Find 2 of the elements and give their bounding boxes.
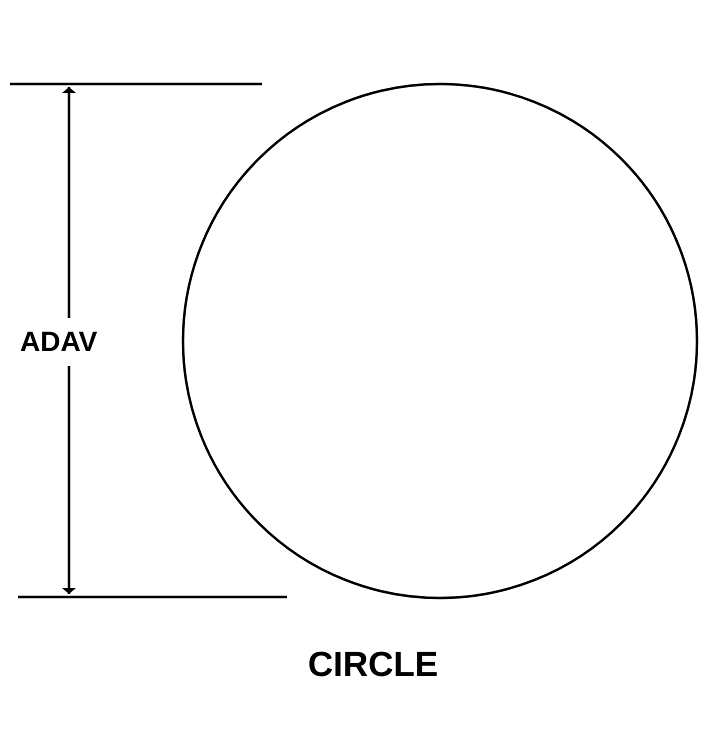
dimension-label: ADAV: [20, 328, 98, 356]
caption: CIRCLE: [308, 647, 438, 682]
